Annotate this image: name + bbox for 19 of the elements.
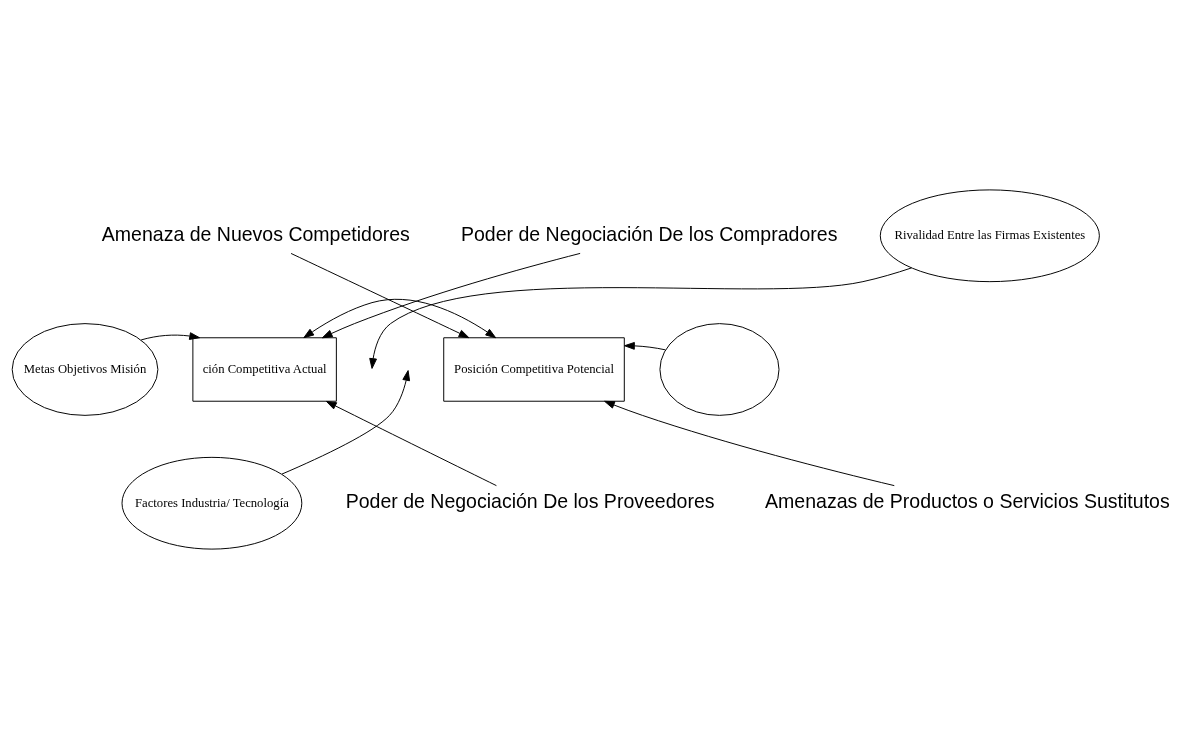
- arrow: [604, 400, 895, 486]
- node-ellipse: Metas Objetivos Misión: [11, 322, 159, 416]
- arrow: [290, 252, 470, 338]
- arrow: [321, 252, 581, 338]
- node-box: Posición Competitiva Potencial: [443, 336, 625, 402]
- arrow: [369, 266, 913, 369]
- arrow: [624, 341, 666, 350]
- arrow: [303, 298, 497, 338]
- node-text: Poder de Negociación De los Proveedores: [345, 489, 715, 512]
- node-text: Amenaza de Nuevos Competidores: [101, 222, 410, 245]
- node-box: ción Competitiva Actual: [192, 336, 337, 402]
- node-ellipse: Factores Industria/ Tecnología: [121, 456, 303, 550]
- node-text: Amenazas de Productos o Servicios Sustitutos: [765, 489, 1170, 512]
- node-circle: [659, 322, 780, 416]
- node-ellipse: Rivalidad Entre las Firmas Existentes: [879, 188, 1100, 282]
- arrow: [281, 369, 411, 475]
- arrow: [325, 400, 497, 486]
- arrow: [140, 331, 200, 340]
- node-text: Poder de Negociación De los Compradores: [460, 222, 838, 245]
